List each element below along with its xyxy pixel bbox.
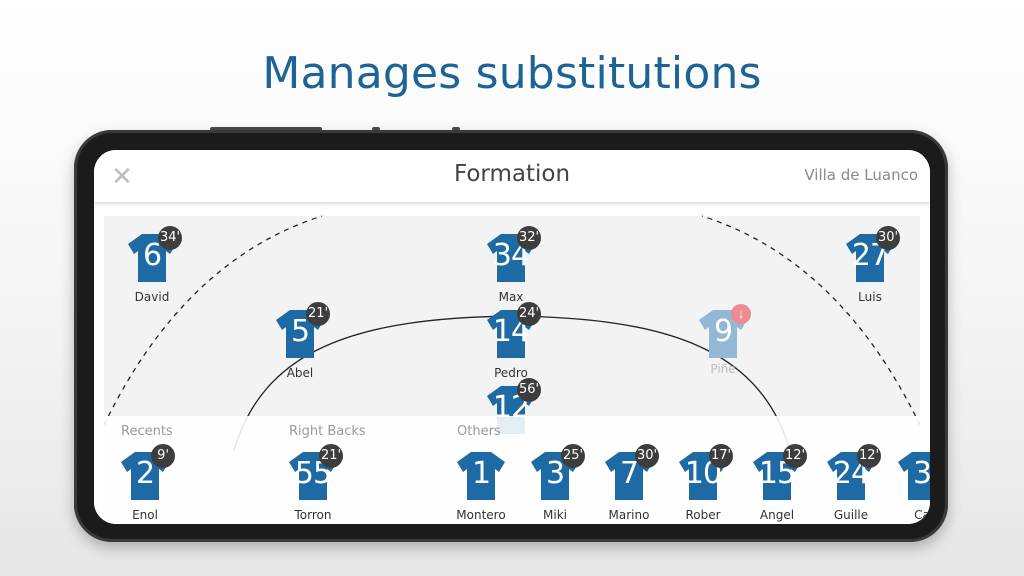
bench-player[interactable]: 1 Montero bbox=[451, 450, 511, 524]
player-number: 7 bbox=[619, 456, 639, 491]
bench-player[interactable]: 2 9' Enol bbox=[115, 444, 175, 524]
player-number: 5 bbox=[290, 314, 310, 349]
player-number: 3 bbox=[545, 456, 565, 491]
field-player[interactable]: 27 30' Luis bbox=[840, 226, 901, 308]
field-player[interactable]: 14 24' Pedro bbox=[481, 302, 542, 384]
player-name: Rober bbox=[685, 508, 721, 522]
player-number: 9 bbox=[713, 314, 733, 349]
field-player-substituted[interactable]: 9 ↓ Piñe bbox=[693, 304, 753, 384]
minutes-badge: 25' bbox=[561, 444, 586, 468]
player-name: Miki bbox=[543, 508, 567, 522]
player-number: 6 bbox=[142, 238, 162, 273]
player-number: 1 bbox=[471, 456, 491, 491]
page-headline: Manages substitutions bbox=[262, 48, 762, 99]
shirt-icon bbox=[457, 452, 505, 500]
player-name: Montero bbox=[456, 508, 506, 522]
close-icon[interactable]: ✕ bbox=[111, 161, 133, 191]
bench-player[interactable]: 7 30' Marino bbox=[599, 444, 660, 524]
category-right-backs: Right Backs bbox=[289, 424, 366, 439]
minutes-badge: 9' bbox=[151, 444, 175, 468]
player-name: Enol bbox=[132, 508, 158, 522]
player-name: Angel bbox=[759, 508, 795, 522]
minutes-badge: 21' bbox=[319, 444, 344, 468]
player-number: 2 bbox=[135, 456, 155, 491]
app-header: ✕ Formation Villa de Luanco bbox=[94, 150, 930, 202]
bench-player[interactable]: 24 12' Guille bbox=[821, 444, 882, 524]
minutes-badge: 17' bbox=[709, 444, 734, 468]
arrow-down-icon: ↓ bbox=[731, 304, 751, 324]
bench-player[interactable]: 55 21' Torron bbox=[283, 444, 344, 524]
bench-player[interactable]: 15 12' Angel bbox=[747, 444, 808, 524]
phone-side-button bbox=[372, 127, 380, 131]
page-title: Formation bbox=[453, 161, 571, 187]
player-name: Guille bbox=[833, 508, 869, 522]
minutes-badge: 24' bbox=[517, 302, 542, 326]
minutes-badge: 12' bbox=[857, 444, 882, 468]
field-player[interactable]: 6 34' David bbox=[122, 226, 183, 308]
category-others: Others bbox=[457, 424, 501, 439]
minutes-badge: 34' bbox=[158, 226, 183, 250]
minutes-badge: 21' bbox=[306, 302, 331, 326]
player-name: Luis bbox=[858, 290, 882, 304]
app-screen: 6 34' David 34 32' Max 27 30' Luis 5 21'… bbox=[94, 150, 930, 524]
field-player[interactable]: 34 32' Max bbox=[481, 226, 542, 308]
shirt-icon bbox=[898, 452, 930, 500]
minutes-badge: 30' bbox=[876, 226, 901, 250]
minutes-badge: 30' bbox=[635, 444, 660, 468]
minutes-badge: 56' bbox=[517, 378, 542, 402]
category-recents: Recents bbox=[121, 424, 173, 439]
bench-player[interactable]: 10 17' Rober bbox=[673, 444, 734, 524]
field-player[interactable]: 5 21' Abel bbox=[270, 302, 331, 384]
phone-volume-button bbox=[210, 127, 322, 131]
player-name: Pedro bbox=[494, 366, 528, 380]
minutes-badge: 32' bbox=[517, 226, 542, 250]
bench-player[interactable]: 3 25' Miki bbox=[525, 444, 586, 524]
phone-side-button-2 bbox=[452, 127, 460, 131]
player-name: Piñe bbox=[710, 362, 736, 376]
player-name: Max bbox=[498, 290, 524, 304]
bench-player[interactable]: 3 Ca bbox=[892, 450, 930, 524]
minutes-badge: 12' bbox=[783, 444, 808, 468]
player-name: Torron bbox=[294, 508, 332, 522]
player-name: David bbox=[134, 290, 170, 304]
player-number: 3 bbox=[912, 456, 930, 491]
player-name: Ca bbox=[914, 508, 930, 522]
team-name: Villa de Luanco bbox=[804, 166, 918, 184]
player-name: Abel bbox=[286, 366, 314, 380]
player-name: Marino bbox=[608, 508, 650, 522]
